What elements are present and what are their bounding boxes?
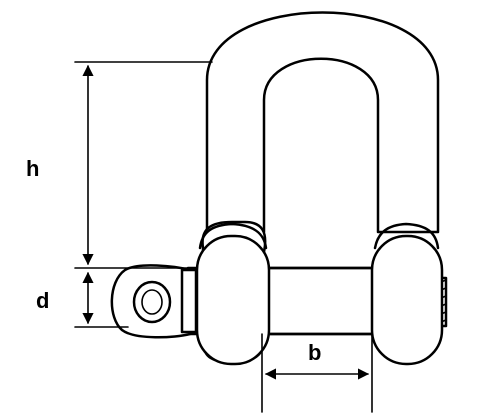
dimension-h: h <box>26 61 213 269</box>
dimension-d-label: d <box>36 288 49 313</box>
shackle-bow <box>205 11 440 234</box>
dimension-b-label: b <box>308 340 321 365</box>
left-ear <box>195 220 271 366</box>
right-ear <box>370 222 444 366</box>
pin-eye <box>110 264 198 339</box>
dimension-d: d <box>36 271 129 328</box>
dimension-h-label: h <box>26 156 39 181</box>
dimension-b: b <box>261 333 373 413</box>
